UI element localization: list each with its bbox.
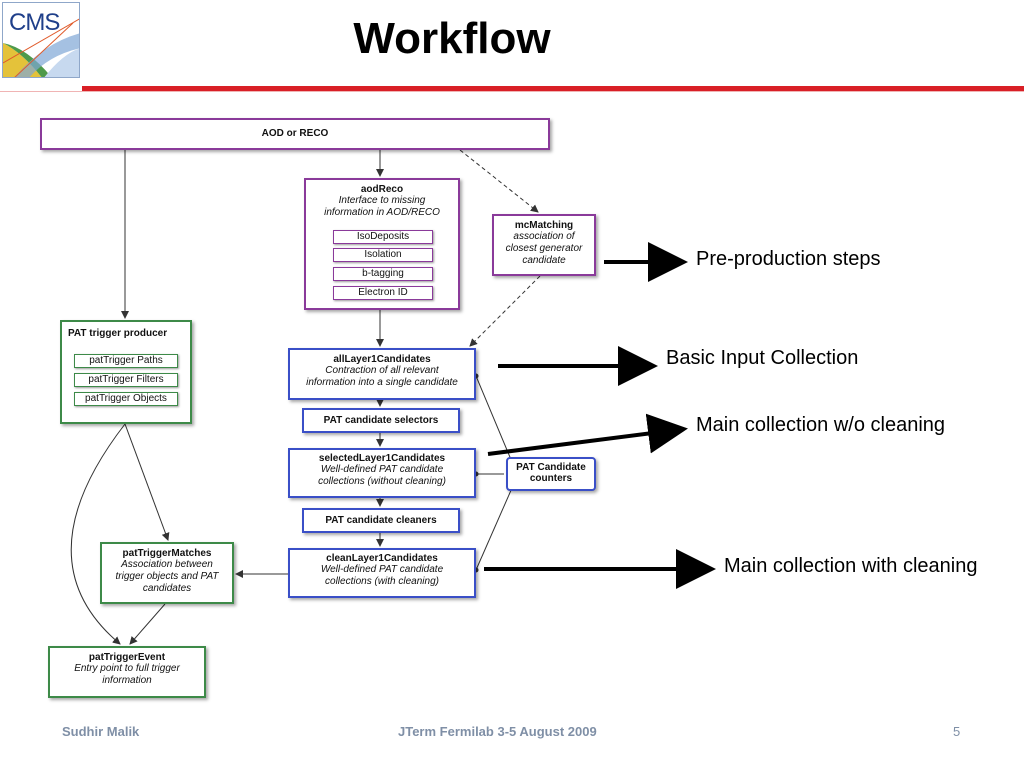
- page-title: Workflow: [353, 14, 551, 63]
- cms-logo: CMS: [2, 2, 80, 78]
- cleanlayer1-desc-1: Well-defined PAT candidate: [320, 564, 444, 575]
- footer-page-number: 5: [953, 724, 961, 739]
- aodreco-desc-2: information in AOD/RECO: [324, 207, 440, 218]
- annotation-preproduction: Pre-production steps: [696, 248, 881, 270]
- annotation-main-with-cleaning: Main collection with cleaning: [724, 555, 978, 577]
- selectedlayer1-box: selectedLayer1Candidates Well-defined PA…: [288, 448, 476, 498]
- aodreco-desc-1: Interface to missing: [338, 195, 426, 206]
- cleanlayer1-desc-2: collections (with cleaning): [325, 576, 439, 587]
- annotation-main-wo-cleaning: Main collection w/o cleaning: [696, 414, 946, 436]
- aodreco-item: Electron ID: [333, 286, 433, 300]
- trigevent-title: patTriggerEvent: [88, 652, 166, 663]
- alllayer1-desc-1: Contraction of all relevant: [325, 365, 439, 376]
- trigevent-box: patTriggerEvent Entry point to full trig…: [48, 646, 206, 698]
- title-rule-shadow: [0, 91, 1024, 92]
- aodreco-title: aodReco: [360, 184, 404, 195]
- cms-logo-graphic: [3, 3, 79, 77]
- trigmatches-desc-3: candidates: [142, 583, 192, 594]
- pat-trigger-item: patTrigger Filters: [74, 373, 178, 387]
- pat-trigger-item: patTrigger Paths: [74, 354, 178, 368]
- mcmatching-box: mcMatching association of closest genera…: [492, 214, 596, 276]
- mcmatching-desc-3: candidate: [522, 255, 566, 266]
- alllayer1-box: allLayer1Candidates Contraction of all r…: [288, 348, 476, 400]
- cleanlayer1-title: cleanLayer1Candidates: [326, 553, 438, 564]
- trigmatches-desc-1: Association between: [121, 559, 213, 570]
- selectedlayer1-title: selectedLayer1Candidates: [318, 453, 446, 464]
- aodreco-item: b-tagging: [333, 267, 433, 281]
- cleanlayer1-box: cleanLayer1Candidates Well-defined PAT c…: [288, 548, 476, 598]
- annotation-basic-input: Basic Input Collection: [666, 347, 859, 369]
- trigmatches-desc-2: trigger objects and PAT: [115, 571, 219, 582]
- aod-reco-label: AOD or RECO: [261, 128, 329, 139]
- counters-line-2: counters: [529, 473, 573, 484]
- mcmatching-desc-1: association of: [513, 231, 575, 242]
- trigmatches-title: patTriggerMatches: [122, 548, 212, 559]
- pat-trigger-producer-box: PAT trigger producer patTrigger Paths pa…: [60, 320, 192, 424]
- aodreco-item: Isolation: [333, 248, 433, 262]
- aodreco-item: IsoDeposits: [333, 230, 433, 244]
- cleaners-box: PAT candidate cleaners: [302, 508, 460, 533]
- selectedlayer1-desc-1: Well-defined PAT candidate: [320, 464, 444, 475]
- trigevent-desc-1: Entry point to full trigger: [74, 663, 180, 674]
- footer-author: Sudhir Malik: [62, 724, 140, 739]
- logo-text: CMS: [9, 9, 60, 36]
- pat-trigger-item: patTrigger Objects: [74, 392, 178, 406]
- mcmatching-desc-2: closest generator: [505, 243, 583, 254]
- title-rule: [82, 86, 1024, 91]
- trigevent-desc-2: information: [102, 675, 152, 686]
- selectors-box: PAT candidate selectors: [302, 408, 460, 433]
- selectors-label: PAT candidate selectors: [323, 415, 439, 426]
- pat-trigger-producer-title: PAT trigger producer: [68, 328, 168, 339]
- aod-reco-box: AOD or RECO: [40, 118, 550, 150]
- alllayer1-desc-2: information into a single candidate: [306, 377, 458, 388]
- mcmatching-title: mcMatching: [514, 220, 574, 231]
- alllayer1-title: allLayer1Candidates: [333, 354, 431, 365]
- counters-box: PAT Candidate counters: [506, 457, 596, 491]
- trigmatches-box: patTriggerMatches Association between tr…: [100, 542, 234, 604]
- aodreco-box: aodReco Interface to missing information…: [304, 178, 460, 310]
- selectedlayer1-desc-2: collections (without cleaning): [318, 476, 446, 487]
- counters-line-1: PAT Candidate: [516, 462, 586, 473]
- footer-event: JTerm Fermilab 3-5 August 2009: [398, 724, 597, 739]
- cleaners-label: PAT candidate cleaners: [325, 515, 437, 526]
